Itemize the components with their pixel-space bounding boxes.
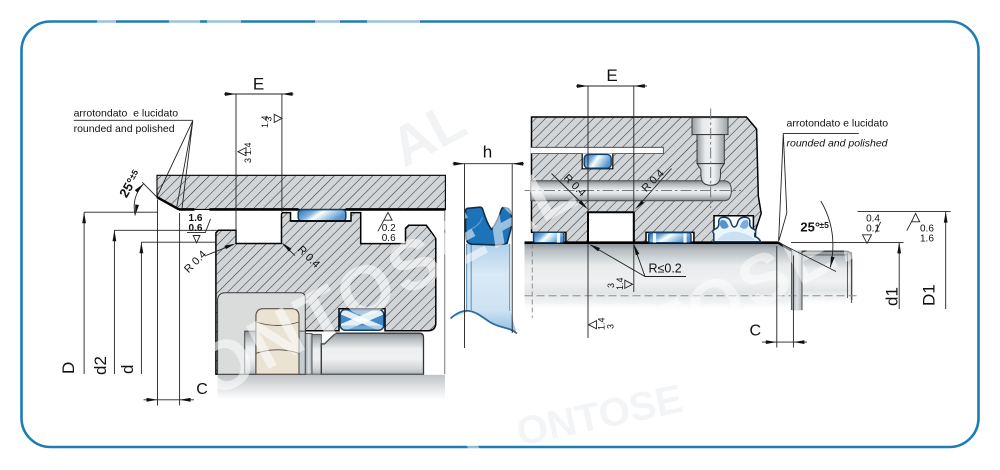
svg-text:0.4: 0.4 <box>866 214 880 225</box>
svg-text:3: 3 <box>606 283 616 288</box>
svg-text:3: 3 <box>606 324 616 329</box>
svg-text:d2: d2 <box>91 356 110 375</box>
svg-text:0.1: 0.1 <box>866 224 880 235</box>
svg-text:R≤0.2: R≤0.2 <box>649 261 682 275</box>
svg-text:rounded and polished: rounded and polished <box>74 123 175 135</box>
svg-text:rounded and polished: rounded and polished <box>787 138 889 150</box>
svg-text:d1: d1 <box>883 287 902 306</box>
svg-text:3: 3 <box>264 116 274 121</box>
svg-text:E: E <box>253 75 264 94</box>
svg-text:D1: D1 <box>920 284 939 306</box>
svg-text:C: C <box>750 323 762 340</box>
svg-text:0.6: 0.6 <box>920 224 934 235</box>
svg-text:D: D <box>59 362 78 374</box>
svg-text:1.4: 1.4 <box>597 317 607 330</box>
svg-text:1.6: 1.6 <box>920 234 934 245</box>
svg-text:0.2: 0.2 <box>382 223 396 234</box>
svg-text:0.6: 0.6 <box>189 223 203 234</box>
svg-text:arrotondato e lucidato: arrotondato e lucidato <box>787 117 889 129</box>
svg-text:C: C <box>196 381 208 398</box>
svg-text:1.4: 1.4 <box>615 277 625 290</box>
svg-text:E: E <box>606 66 617 85</box>
svg-text:h: h <box>483 143 492 162</box>
svg-text:1.4: 1.4 <box>243 142 253 155</box>
svg-text:d: d <box>118 365 137 374</box>
svg-text:1.4: 1.4 <box>260 115 270 128</box>
svg-text:0.6: 0.6 <box>382 233 396 244</box>
svg-text:25°: 25° <box>800 220 820 235</box>
svg-text:1.6: 1.6 <box>189 213 203 224</box>
svg-text:3: 3 <box>243 158 253 163</box>
svg-text:arrotondato e lucidato: arrotondato e lucidato <box>74 108 179 120</box>
svg-text:±5: ±5 <box>820 220 830 230</box>
